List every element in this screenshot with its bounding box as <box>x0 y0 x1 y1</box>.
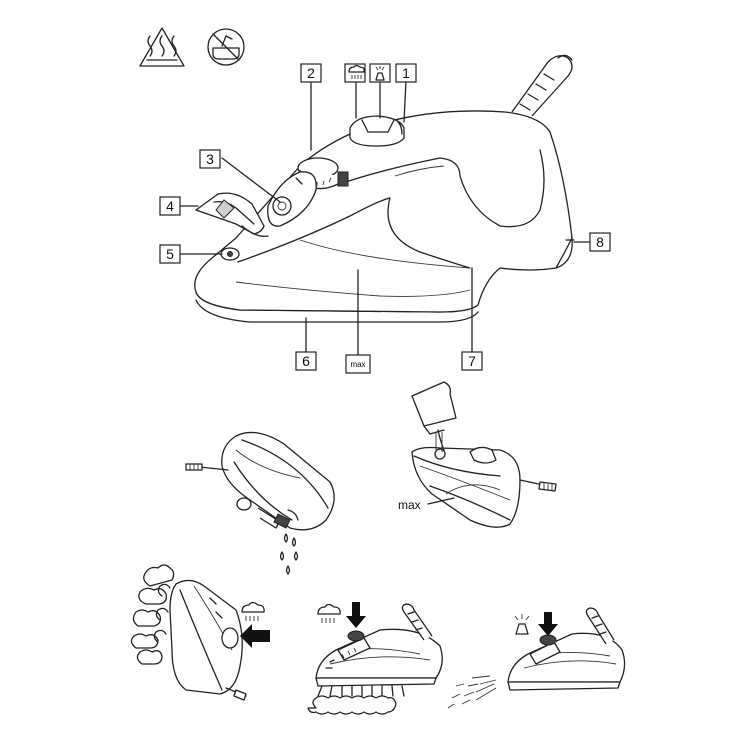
svg-text:4: 4 <box>166 198 174 214</box>
iron-filling-drawing: max <box>398 381 557 528</box>
iron-draining-drawing <box>185 431 335 575</box>
press-spray-arrow-icon <box>538 612 558 636</box>
svg-text:7: 7 <box>468 353 476 369</box>
press-arrow-icon <box>240 624 270 648</box>
steam-burst-icon <box>344 63 366 83</box>
callout-8: 8 <box>589 232 611 252</box>
spray-icon <box>369 63 391 83</box>
svg-text:max: max <box>350 360 365 369</box>
svg-text:1: 1 <box>402 65 410 81</box>
do-not-immerse-icon <box>207 28 245 66</box>
main-iron-drawing <box>194 54 575 323</box>
water-jug <box>411 381 457 452</box>
spray-mist <box>447 675 497 709</box>
callout-1: 1 <box>395 63 417 83</box>
spray-nozzle <box>220 247 240 261</box>
svg-text:2: 2 <box>307 65 315 81</box>
callout-5: 5 <box>159 244 181 264</box>
water-filler-cap <box>267 171 317 227</box>
open-fill-flap <box>195 192 269 237</box>
iron-steam-burst-drawing <box>307 602 443 715</box>
steam-burst-icon-3 <box>317 603 341 623</box>
callout-max: max <box>345 354 371 374</box>
callout-7: 7 <box>461 351 483 371</box>
callout-2: 2 <box>300 63 322 83</box>
callout-6: 6 <box>295 351 317 371</box>
svg-text:6: 6 <box>302 353 310 369</box>
svg-text:max: max <box>398 498 421 512</box>
svg-text:5: 5 <box>166 246 174 262</box>
iron-spray-drawing <box>447 607 626 709</box>
callout-4: 4 <box>159 196 181 216</box>
spray-and-shot-buttons <box>349 115 405 147</box>
callout-3: 3 <box>199 149 221 169</box>
press-down-arrow-icon <box>346 602 366 628</box>
steam-burst-icon-2 <box>241 601 265 621</box>
svg-text:3: 3 <box>206 151 214 167</box>
hot-surface-warning-icon <box>139 27 185 67</box>
iron-vertical-steam-drawing <box>130 564 270 701</box>
spray-icon-2 <box>514 614 530 635</box>
svg-text:8: 8 <box>596 234 604 250</box>
cord-guard <box>511 54 573 117</box>
callout-leaders <box>179 79 591 356</box>
